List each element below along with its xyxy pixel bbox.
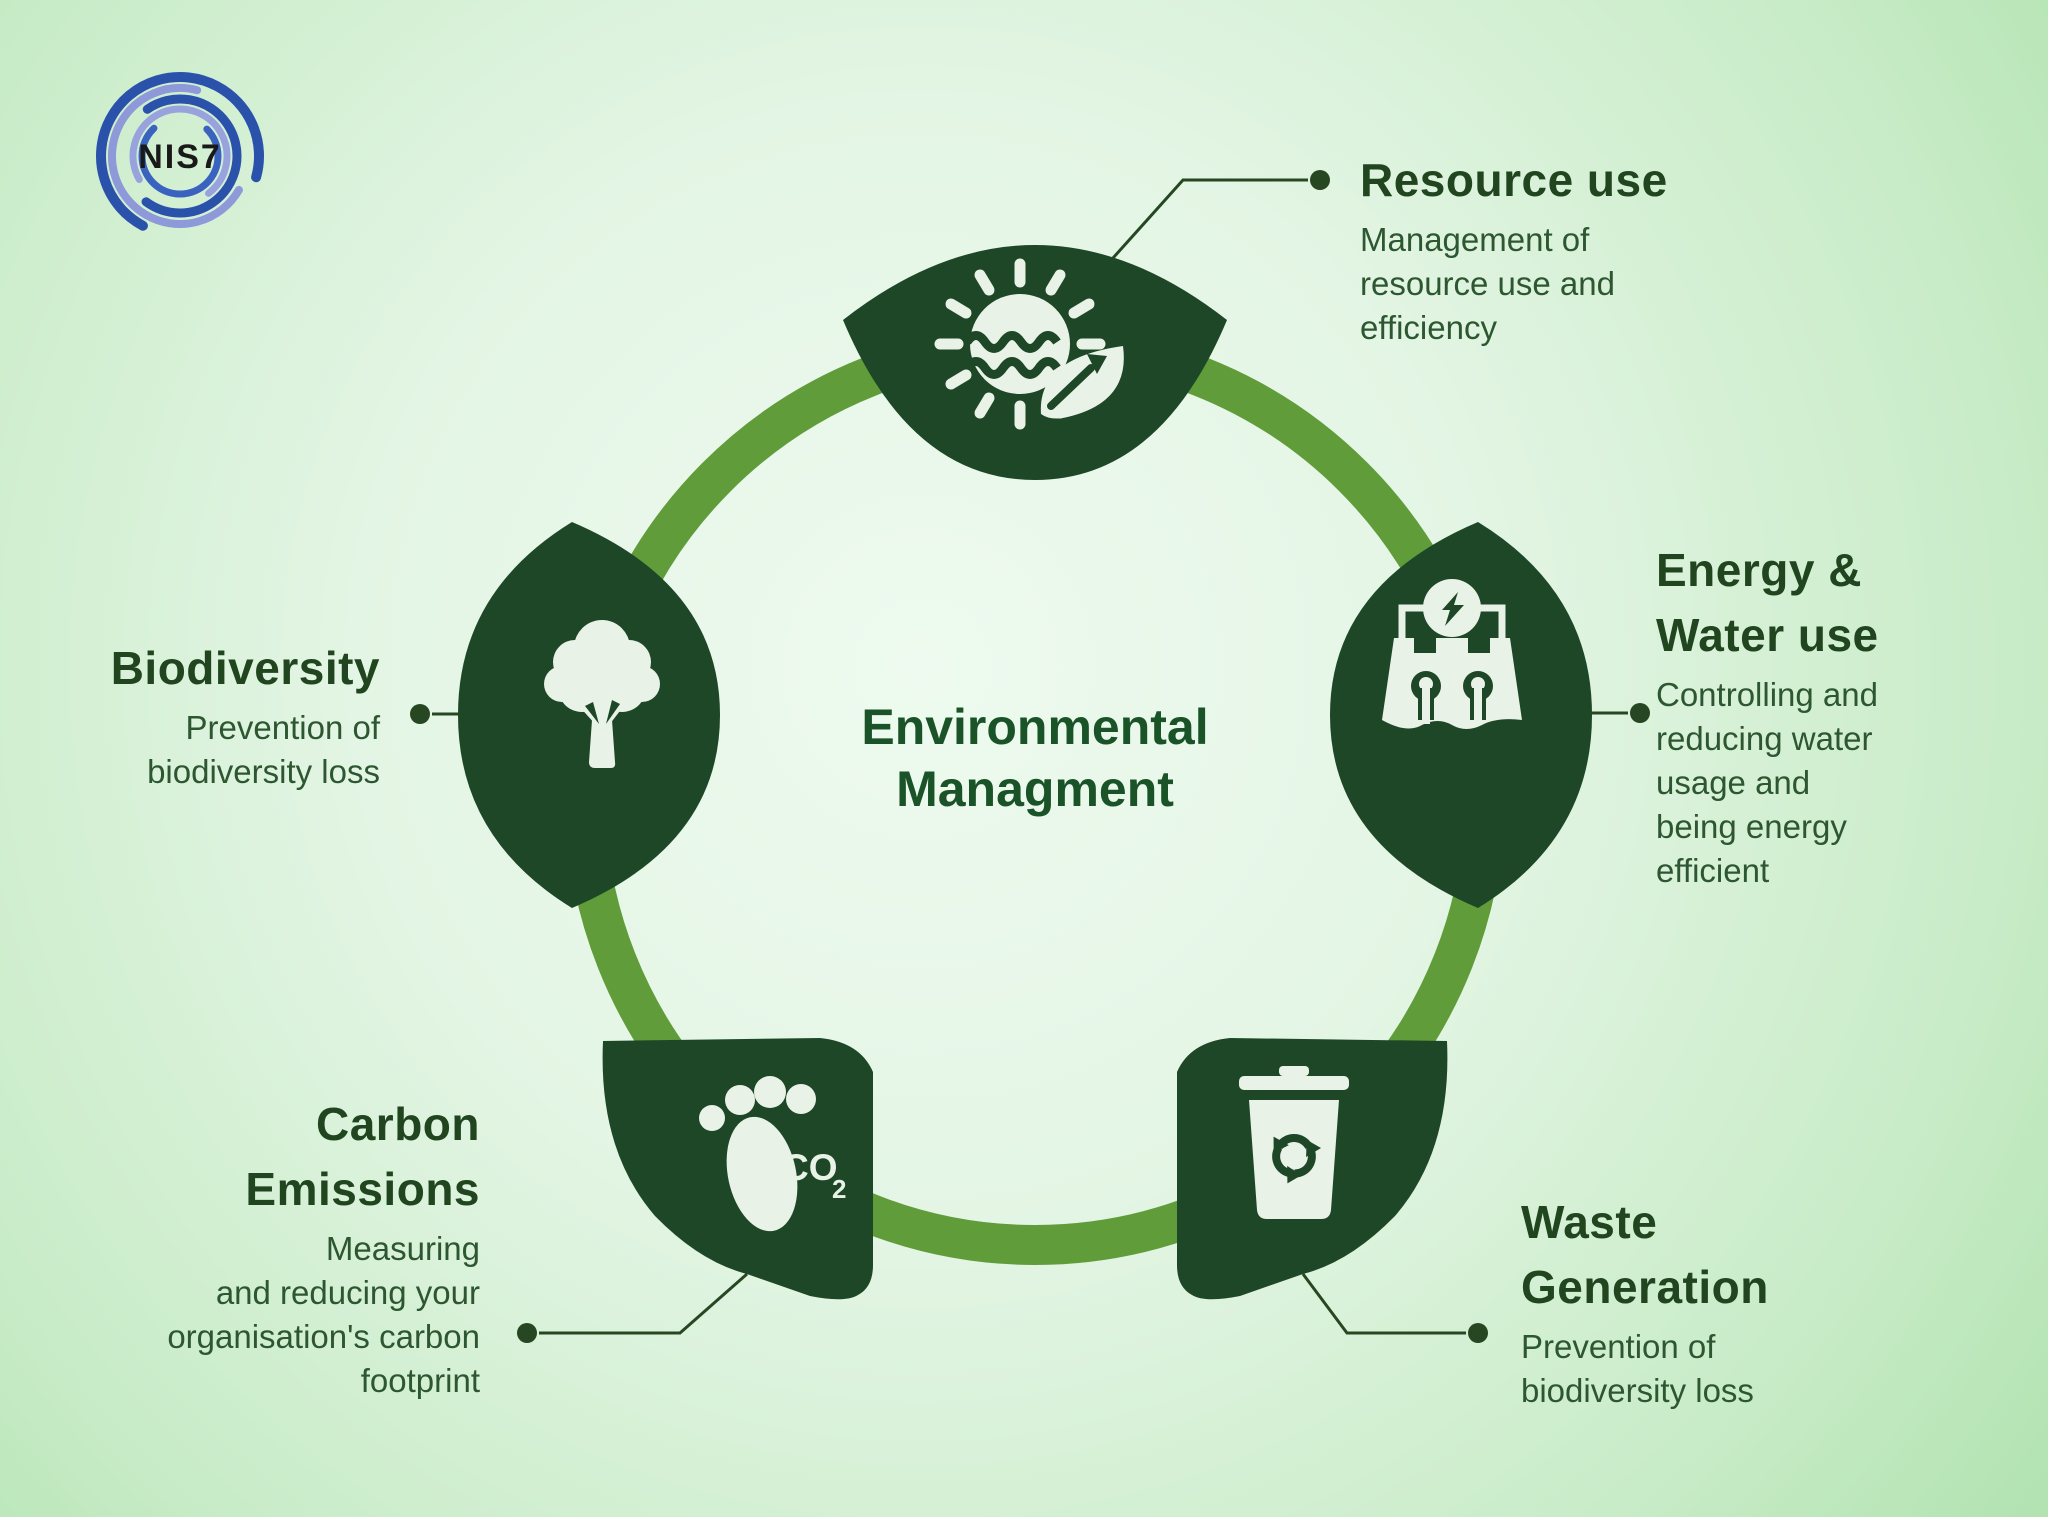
carbon-emissions-label: Carbon Emissions Measuring and reducing … [0, 1092, 480, 1403]
desc-line: and reducing your [215, 1274, 480, 1311]
desc-line: efficiency [1360, 309, 1497, 346]
waste-generation-description: Prevention of biodiversity loss [1521, 1325, 1941, 1413]
sun-water-leaf-icon [934, 258, 1124, 430]
connector-waste-generation [1301, 1273, 1466, 1335]
desc-line: Prevention of [1521, 1328, 1716, 1365]
recycle-arrows-icon [1272, 1134, 1321, 1184]
title-line: Carbon [316, 1098, 480, 1150]
title-line: Waste [1521, 1196, 1658, 1248]
desc-line: footprint [360, 1362, 480, 1399]
hydro-dam-icon [1382, 579, 1522, 729]
dot-biodiversity [410, 704, 430, 724]
desc-line: biodiversity loss [1521, 1372, 1754, 1409]
desc-line: biodiversity loss [147, 753, 380, 790]
title-line: Energy & [1656, 544, 1862, 596]
title-line: Emissions [245, 1163, 480, 1215]
desc-line: being energy [1656, 808, 1847, 845]
desc-line: organisation's carbon [167, 1318, 480, 1355]
carbon-emissions-description: Measuring and reducing your organisation… [0, 1227, 480, 1403]
logo-text: NIS7 [138, 138, 222, 176]
connector-resource-use [1111, 178, 1308, 260]
desc-line: Prevention of [185, 709, 380, 746]
biodiversity-title: Biodiversity [0, 636, 380, 701]
dot-resource-use [1310, 170, 1330, 190]
title-line: Resource use [1360, 154, 1668, 206]
recycle-bin-icon [1239, 1066, 1349, 1219]
connector-carbon-emissions [539, 1272, 748, 1335]
waste-generation-title: Waste Generation [1521, 1190, 1941, 1320]
nist-logo: NIS7 [76, 60, 284, 252]
biodiversity-label: Biodiversity Prevention of biodiversity … [0, 636, 380, 794]
resource-use-description: Management of resource use and efficienc… [1360, 218, 1720, 350]
carbon-footprint-icon: CO 2 [699, 1076, 846, 1232]
dot-waste-generation [1468, 1323, 1488, 1343]
title-line: Water use [1656, 609, 1879, 661]
energy-water-label: Energy & Water use Controlling and reduc… [1656, 538, 2006, 893]
waste-generation-label: Waste Generation Prevention of biodivers… [1521, 1190, 1941, 1413]
desc-line: Management of [1360, 221, 1590, 258]
desc-line: Controlling and [1656, 676, 1878, 713]
desc-line: resource use and [1360, 265, 1615, 302]
co2-subscript: 2 [832, 1174, 846, 1204]
desc-line: Measuring [325, 1230, 480, 1267]
biodiversity-description: Prevention of biodiversity loss [0, 706, 380, 794]
connector-dots [410, 170, 1650, 1343]
dot-carbon-emissions [517, 1323, 537, 1343]
energy-water-description: Controlling and reducing water usage and… [1656, 673, 2006, 893]
resource-use-label: Resource use Management of resource use … [1360, 148, 1720, 350]
desc-line: efficient [1656, 852, 1770, 889]
energy-water-title: Energy & Water use [1656, 538, 2006, 668]
center-title-line2: Managment [896, 761, 1174, 817]
desc-line: reducing water [1656, 720, 1873, 757]
title-line: Biodiversity [110, 642, 380, 694]
resource-use-title: Resource use [1360, 148, 1720, 213]
connectors [432, 178, 1628, 1335]
carbon-emissions-title: Carbon Emissions [0, 1092, 480, 1222]
center-title: Environmental Managment [725, 696, 1345, 820]
center-title-line1: Environmental [861, 699, 1209, 755]
tree-icon [544, 620, 660, 768]
title-line: Generation [1521, 1261, 1769, 1313]
desc-line: usage and [1656, 764, 1811, 801]
dot-energy-water [1630, 703, 1650, 723]
logo-swirl-icon: NIS7 [95, 71, 264, 240]
co2-label: CO [782, 1147, 838, 1188]
